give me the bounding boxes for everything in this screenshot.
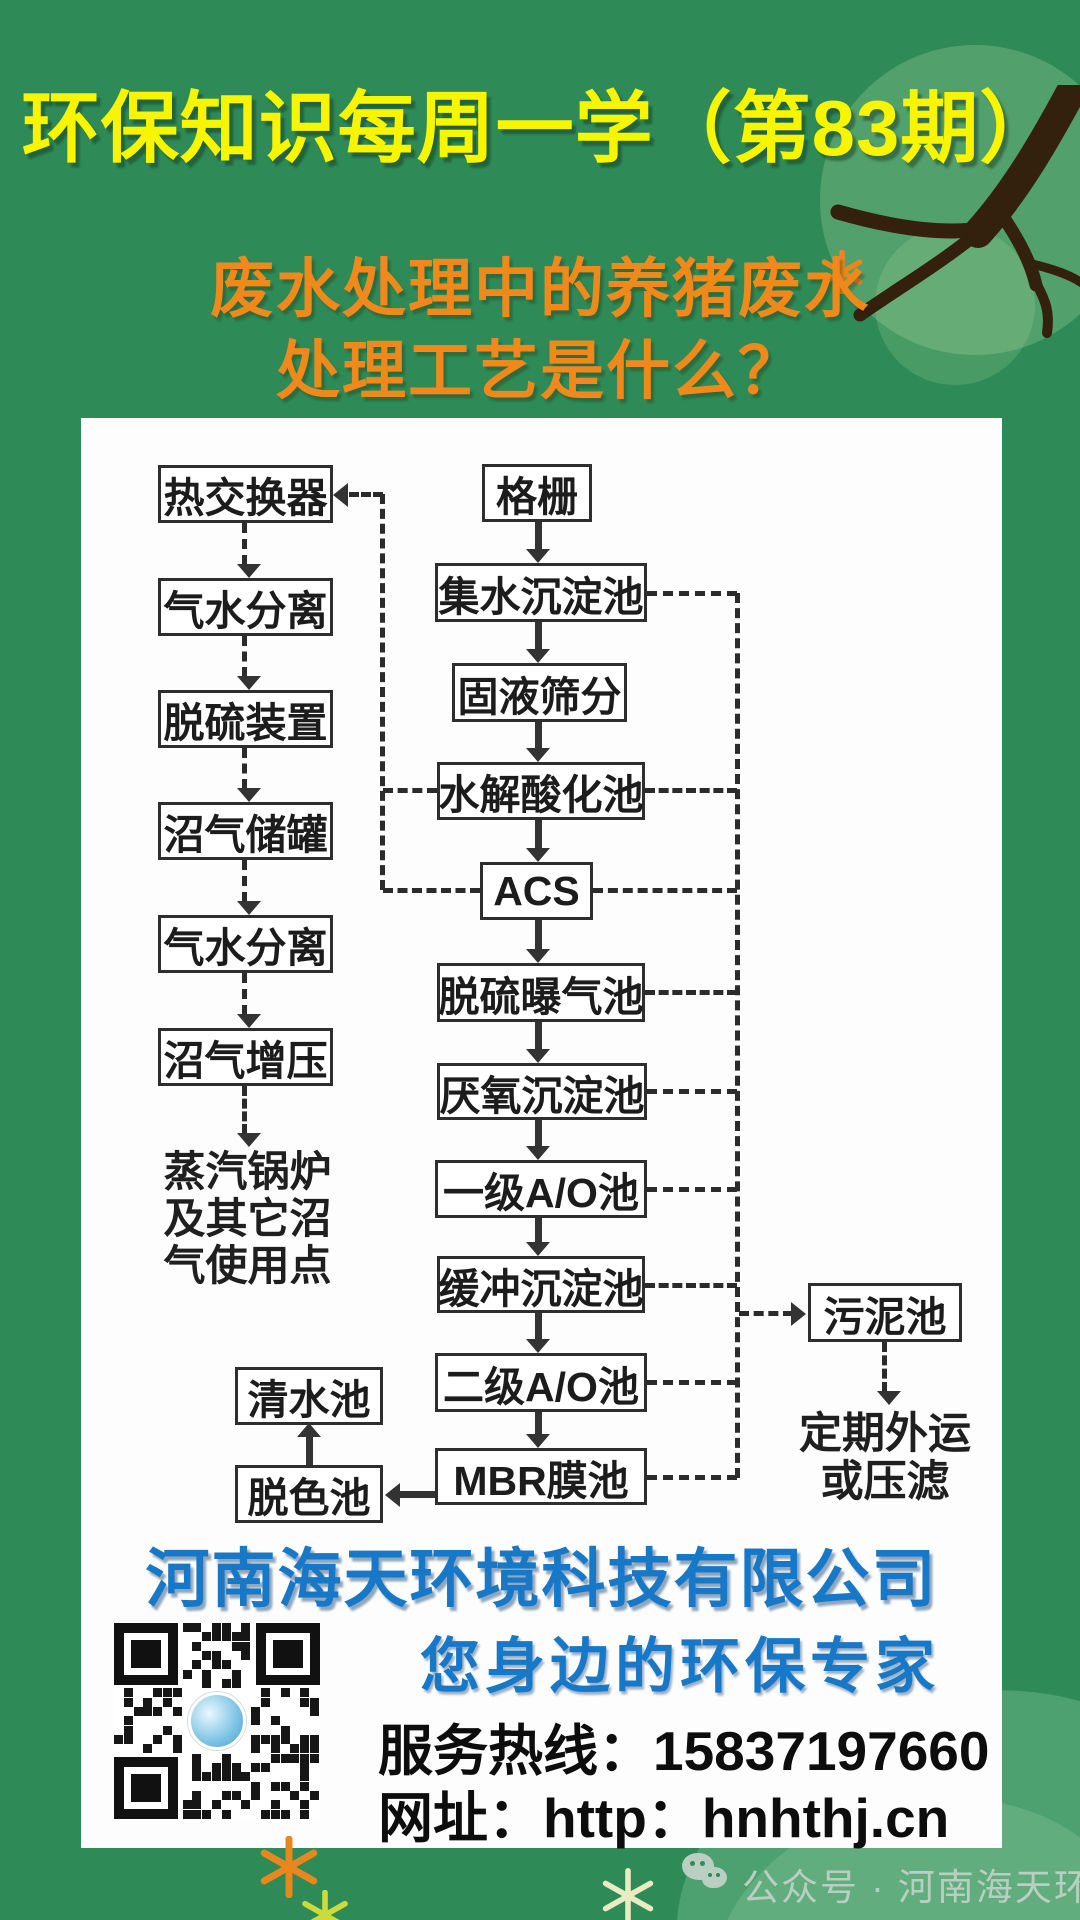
- dashed-branch-hydrolysis-left: [383, 788, 437, 793]
- dashed-branch-mbr-right: [647, 1475, 737, 1480]
- arrow-aeration-to-anaerobic: [526, 1022, 550, 1063]
- dashed-branch-acs-right: [593, 888, 737, 893]
- dashed-branch-primary-ao-right: [647, 1187, 737, 1192]
- arrow-decolor-to-clean: [297, 1423, 321, 1465]
- flow-node-gas-water-separator-1: 气水分离: [158, 578, 333, 636]
- dashed-branch-acs-left: [383, 888, 480, 893]
- qr-finder-top-left: [114, 1623, 178, 1685]
- wechat-icon: [682, 1853, 734, 1899]
- dashed-line-to-sludge: [739, 1311, 793, 1316]
- company-name: 河南海天环境科技有限公司: [145, 1543, 938, 1615]
- arrow-separator1-to-desulf-device: [237, 636, 261, 690]
- spark-decoration-right: [821, 250, 863, 294]
- dashed-vertical-left: [380, 494, 385, 890]
- dashed-branch-secondary-ao-right: [647, 1380, 737, 1385]
- flow-node-grille: 格栅: [482, 464, 592, 522]
- arrow-collect-to-screening: [526, 622, 550, 663]
- flow-node-buffer-sedimentation-tank: 缓冲沉淀池: [437, 1256, 645, 1313]
- arrow-acs-to-aeration: [526, 920, 550, 963]
- arrow-separator2-to-booster: [237, 973, 261, 1028]
- flow-node-primary-ao-tank: 一级A/O池: [435, 1160, 647, 1218]
- arrow-screening-to-hydrolysis: [526, 722, 550, 762]
- flow-node-anaerobic-sedimentation-tank: 厌氧沉淀池: [437, 1063, 647, 1120]
- dashed-branch-buffer-right: [645, 1283, 737, 1288]
- dashed-vertical-right: [735, 593, 740, 1478]
- flow-node-acs: ACS: [480, 862, 593, 920]
- flow-node-desulfurization-aeration-tank: 脱硫曝气池: [437, 963, 645, 1022]
- flow-node-mbr-membrane-tank: MBR膜池: [435, 1448, 647, 1505]
- qr-code: [114, 1623, 320, 1819]
- arrow-anaerobic-to-primary-ao: [526, 1120, 550, 1160]
- company-slogan: 您身边的环保专家: [420, 1633, 940, 1700]
- qr-finder-bottom-left: [114, 1757, 178, 1819]
- qr-modules: [114, 1623, 320, 1819]
- arrow-sludge-to-disposal-text: [877, 1342, 901, 1405]
- arrow-booster-to-boiler-text: [237, 1086, 261, 1147]
- qr-center-logo: [188, 1692, 246, 1750]
- dashed-branch-aeration-right: [645, 990, 737, 995]
- dashed-arrowhead-into-heat-exchanger: [333, 483, 348, 507]
- arrow-mbr-to-decolor-head: [385, 1483, 400, 1507]
- arrow-buffer-to-secondary-ao: [526, 1313, 550, 1353]
- tree-branch-illustration: [830, 85, 1080, 338]
- arrow-grille-to-collect: [526, 522, 550, 563]
- poster-title: 环保知识每周一学（第83期）: [21, 84, 1059, 172]
- spark-decoration-yellow-green: [302, 1890, 348, 1920]
- website-text: 网址：http：hnhthj.cn: [378, 1787, 950, 1849]
- flow-node-desulfurization-device: 脱硫装置: [158, 690, 333, 748]
- dashed-branch-anaerobic-right: [647, 1089, 737, 1094]
- arrow-heat-exchanger-to-separator1: [237, 523, 261, 578]
- flow-text-steam-boiler-line3: 气使用点: [163, 1242, 332, 1289]
- flow-text-steam-boiler-line2: 及其它沼: [163, 1195, 332, 1242]
- qr-finder-top-right: [256, 1623, 320, 1685]
- flow-node-hydrolysis-acidification-tank: 水解酸化池: [437, 762, 645, 820]
- flow-text-disposal-line2: 或压滤: [820, 1458, 950, 1506]
- flow-node-biogas-booster: 沼气增压: [158, 1028, 333, 1086]
- flow-text-steam-boiler-line1: 蒸汽锅炉: [163, 1148, 332, 1195]
- flow-node-sludge-tank: 污泥池: [808, 1283, 962, 1342]
- spark-decoration-pale: [602, 1868, 654, 1920]
- flow-node-solid-liquid-screening: 固液筛分: [452, 663, 627, 722]
- arrow-hydrolysis-to-acs: [526, 820, 550, 862]
- dashed-branch-hydrolysis-right: [645, 788, 737, 793]
- wechat-bubble-large: [682, 1853, 714, 1880]
- arrow-storage-to-separator2: [237, 860, 261, 915]
- flow-node-clean-water-tank: 清水池: [235, 1367, 383, 1425]
- dashed-arrowhead-into-sludge: [791, 1302, 806, 1326]
- wechat-bubble-small: [702, 1867, 727, 1888]
- flow-node-collecting-sedimentation-tank: 集水沉淀池: [435, 563, 647, 622]
- arrow-mbr-to-decolor-shaft: [400, 1491, 435, 1498]
- flow-node-gas-water-separator-2: 气水分离: [158, 915, 333, 973]
- dashed-line-heat-exchanger: [349, 492, 383, 497]
- spark-decoration-orange: [260, 1836, 318, 1898]
- flow-node-decolorization-tank: 脱色池: [235, 1465, 383, 1523]
- flow-node-biogas-storage-tank: 沼气储罐: [158, 802, 333, 860]
- flow-text-disposal: 定期外运 或压滤: [795, 1410, 975, 1506]
- flow-node-heat-exchanger: 热交换器: [158, 465, 333, 523]
- flow-text-steam-boiler: 蒸汽锅炉 及其它沼 气使用点: [150, 1148, 345, 1289]
- flow-text-disposal-line1: 定期外运: [799, 1410, 971, 1458]
- flow-node-secondary-ao-tank: 二级A/O池: [435, 1353, 647, 1412]
- question-line-1: 废水处理中的养猪废水: [210, 253, 870, 325]
- wechat-watermark-text: 公众号 · 河南海天环境: [742, 1867, 1080, 1908]
- hotline-text: 服务热线：15837197660: [378, 1720, 990, 1782]
- arrow-secondary-ao-to-mbr: [526, 1412, 550, 1448]
- arrow-primary-ao-to-buffer: [526, 1218, 550, 1256]
- question-line-2: 处理工艺是什么？: [276, 335, 804, 407]
- dashed-branch-collect-right: [647, 591, 737, 596]
- arrow-desulf-device-to-storage: [237, 748, 261, 802]
